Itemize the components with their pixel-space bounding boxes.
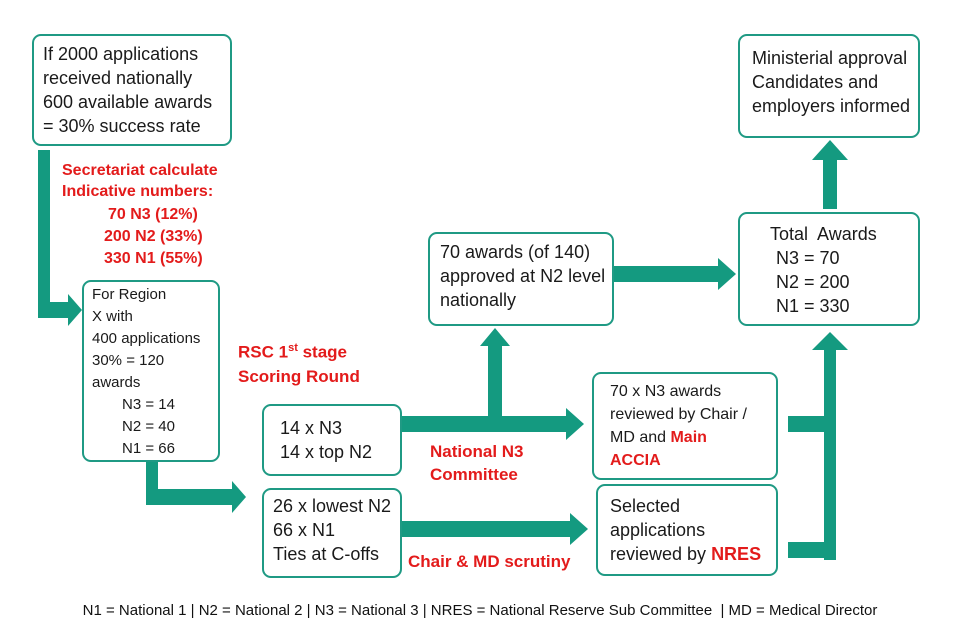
national-line-4: = 30% success rate [43,116,201,136]
nres-line-3: reviewed by NRES [610,542,776,566]
n3-reviewed-line-2: reviewed by Chair / [610,406,747,423]
ministerial-approval-box: Ministerial approval Candidates and empl… [738,34,920,138]
nres-highlight: NRES [711,544,762,564]
lowest-n2-box: 26 x lowest N2 66 x N1 Ties at C-offs [262,488,402,578]
total-n2: N2 = 200 [776,272,850,292]
total-title: Total Awards [770,224,877,244]
national-line-1: If 2000 applications [43,44,199,64]
n3-reviewed-line-1: 70 x N3 awards [610,383,722,400]
national-n3-line-1: National N3 [430,442,524,461]
arrow-up-to-total [812,332,848,560]
region-n3: N3 = 14 [122,396,175,413]
indicative-n1: 330 N1 (55%) [104,250,203,267]
ministerial-line-3: employers informed [752,96,911,116]
arrow-lowest-to-nres [402,513,588,545]
national-n3-committee-label: National N3 Committee [430,440,524,486]
nres-line-1: Selected [610,496,681,516]
arrow-total-to-ministerial [812,140,848,209]
region-line-3: 400 applications [92,330,201,347]
region-line-4: 30% = 120 [92,352,165,369]
nres-prefix: reviewed by [610,544,712,564]
n3-reviewed-box: 70 x N3 awards reviewed by Chair / MD an… [592,372,778,480]
abbreviation-legend: N1 = National 1 | N2 = National 2 | N3 =… [82,602,878,619]
region-line-2: X with [92,308,133,325]
region-n1: N1 = 66 [122,440,175,457]
national-n3-line-2: Committee [430,465,518,484]
ministerial-line-1: Ministerial approval [752,48,908,68]
indicative-n3: 70 N3 (12%) [108,206,198,223]
top-n3-line-1: 14 x N3 [280,418,343,438]
region-line-5: awards [92,374,141,391]
region-box: For Region X with 400 applications 30% =… [82,280,220,462]
secretariat-label: Secretariat calculate Indicative numbers… [62,160,218,202]
rsc-superscript: st [288,342,298,354]
n2-approved-line-2: approved at N2 level [440,266,606,286]
connector-n3-review [788,416,828,432]
main-highlight: Main [670,429,707,446]
national-line-2: received nationally [43,68,193,88]
lowest-line-2: 66 x N1 [273,520,336,540]
region-line-1: For Region [92,286,167,303]
rsc-line-1: RSC 1st stage [238,336,360,365]
chair-md-scrutiny-label: Chair & MD scrutiny [408,552,571,571]
arrow-n2-to-total [614,258,736,290]
nres-line-2: applications [610,520,706,540]
n3-reviewed-prefix: MD and [610,429,671,446]
lowest-line-1: 26 x lowest N2 [273,496,392,516]
secretariat-line-1: Secretariat calculate [62,162,218,179]
rsc-prefix: RSC 1 [238,342,289,362]
total-n3: N3 = 70 [776,248,840,268]
connector-nres-review [788,542,828,558]
indicative-n2: 200 N2 (33%) [104,228,203,245]
national-applications-box: If 2000 applications received nationally… [32,34,232,146]
ministerial-line-2: Candidates and [752,72,879,92]
rsc-stage-label: RSC 1st stage Scoring Round [238,336,360,389]
secretariat-line-2: Indicative numbers: [62,183,214,200]
rsc-line-2: Scoring Round [238,366,360,386]
n2-approved-box: 70 awards (of 140) approved at N2 level … [428,232,614,326]
rsc-suffix: stage [297,342,347,362]
nres-reviewed-box: Selected applications reviewed by NRES [596,484,778,576]
arrow-branch-up-to-n2 [480,328,510,424]
total-n1: N1 = 330 [776,296,850,316]
arrow-region-to-lowest [146,460,246,513]
total-awards-box: Total Awards N3 = 70 N2 = 200 N1 = 330 [738,212,920,326]
indicative-numbers: 70 N3 (12%) 200 N2 (33%) 330 N1 (55%) [104,204,203,270]
top-n3-line-2: 14 x top N2 [280,442,373,462]
national-line-3: 600 available awards [43,92,213,112]
n3-reviewed-line-3: MD and Main [610,426,776,449]
top-n3-box: 14 x N3 14 x top N2 [262,404,402,476]
n2-approved-line-1: 70 awards (of 140) [440,242,591,262]
lowest-line-3: Ties at C-offs [273,544,380,564]
accia-highlight: ACCIA [610,452,661,469]
arrow-national-to-region [38,150,82,326]
n2-approved-line-3: nationally [440,290,517,310]
region-n2: N2 = 40 [122,418,175,435]
